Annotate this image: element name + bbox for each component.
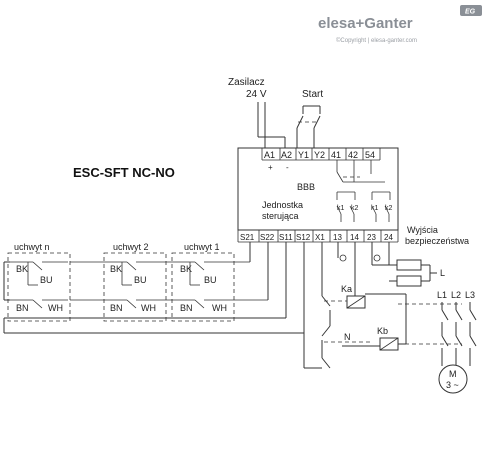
unit-name: BBB: [297, 182, 315, 192]
handle-2: uchwyt 2 BK BU BN WH: [70, 242, 167, 322]
power-supply-label-2: 24 V: [246, 89, 267, 100]
handle-wiring: [3, 242, 305, 334]
relay-contact-k2-a: k2: [351, 205, 359, 212]
terminal-s21: S21: [240, 233, 255, 242]
terminal-23: 23: [367, 233, 376, 242]
terminal-a2: A2: [281, 150, 292, 160]
motor-label-1: M: [449, 369, 457, 379]
brand-badge-text: EG: [465, 9, 476, 16]
handle-n-frame: [7, 252, 71, 322]
relay-contact-k1-a: k1: [337, 205, 345, 212]
terminal-42: 42: [348, 150, 358, 160]
handle-n: uchwyt n BK BU BN WH: [7, 242, 71, 322]
phase-l1-label: L1: [437, 290, 447, 300]
handle-1-bn: BN: [180, 303, 193, 313]
relay-contact-k2-b: k2: [385, 205, 393, 212]
handle-n-bu: BU: [40, 275, 53, 285]
phase-l3-label: L3: [465, 290, 475, 300]
handle-2-bn: BN: [110, 303, 123, 313]
handle-n-wh: WH: [48, 303, 63, 313]
terminal-y2: Y2: [314, 150, 325, 160]
minus-sign: -: [286, 163, 289, 172]
output-circuit: L Ka N Kb L1 L2 L3 M 3 ~: [303, 242, 477, 394]
terminal-14: 14: [350, 233, 359, 242]
terminal-y1: Y1: [298, 150, 309, 160]
handle-1-frame: [171, 252, 235, 322]
load-label: L: [440, 268, 445, 278]
handle-1: uchwyt 1 BK BU BN WH: [166, 242, 268, 322]
terminal-13: 13: [333, 233, 342, 242]
control-unit: A1 A2 Y1 Y2 41 42 54 + - BBB Jednostka s…: [237, 147, 399, 243]
terminal-a1: A1: [264, 150, 275, 160]
motor-label-2: 3 ~: [446, 380, 459, 390]
contactor-ka-label: Ka: [341, 284, 352, 294]
handle-2-bu: BU: [134, 275, 147, 285]
plus-sign: +: [268, 163, 273, 172]
handle-1-bk: BK: [180, 264, 192, 274]
handle-n-bk: BK: [16, 264, 28, 274]
handle-n-bn: BN: [16, 303, 29, 313]
diagram-title: ESC-SFT NC-NO: [73, 165, 175, 180]
handle-2-label: uchwyt 2: [113, 242, 149, 252]
terminal-54: 54: [365, 150, 375, 160]
terminal-24: 24: [384, 233, 393, 242]
handle-n-label: uchwyt n: [14, 242, 50, 252]
handle-2-frame: [103, 252, 167, 322]
terminal-s11: S11: [279, 233, 293, 242]
start-switch: [296, 105, 321, 148]
brand-logo-text: elesa+Ganter: [318, 15, 413, 32]
relay-contact-k1-b: k1: [371, 205, 379, 212]
contactor-kb-label: Kb: [377, 326, 388, 336]
phase-l2-label: L2: [451, 290, 461, 300]
terminal-s12: S12: [296, 233, 311, 242]
motor-symbol: [438, 364, 468, 394]
terminal-41: 41: [331, 150, 341, 160]
power-supply-label-1: Zasilacz: [228, 77, 265, 88]
unit-subtitle-1: Jednostka: [262, 200, 303, 210]
fuse-top: [396, 259, 422, 271]
handle-1-label: uchwyt 1: [184, 242, 220, 252]
handle-2-bk: BK: [110, 264, 122, 274]
handle-1-bu: BU: [204, 275, 217, 285]
brand-logo: elesa+Ganter EG ©Copyright | elesa-gante…: [318, 5, 482, 44]
terminal-s22: S22: [260, 233, 275, 242]
handle-1-wh: WH: [212, 303, 227, 313]
start-label: Start: [302, 89, 323, 100]
brand-badge: [460, 5, 482, 16]
brand-copyright: ©Copyright | elesa-ganter.com: [336, 37, 417, 44]
fuse-bottom: [396, 275, 422, 287]
handle-2-wh: WH: [141, 303, 156, 313]
outputs-label-2: bezpieczeństwa: [405, 236, 469, 246]
terminal-x1: X1: [315, 233, 325, 242]
unit-subtitle-2: sterująca: [262, 211, 299, 221]
neutral-label: N: [344, 332, 351, 342]
outputs-label-1: Wyjścia: [407, 225, 438, 235]
